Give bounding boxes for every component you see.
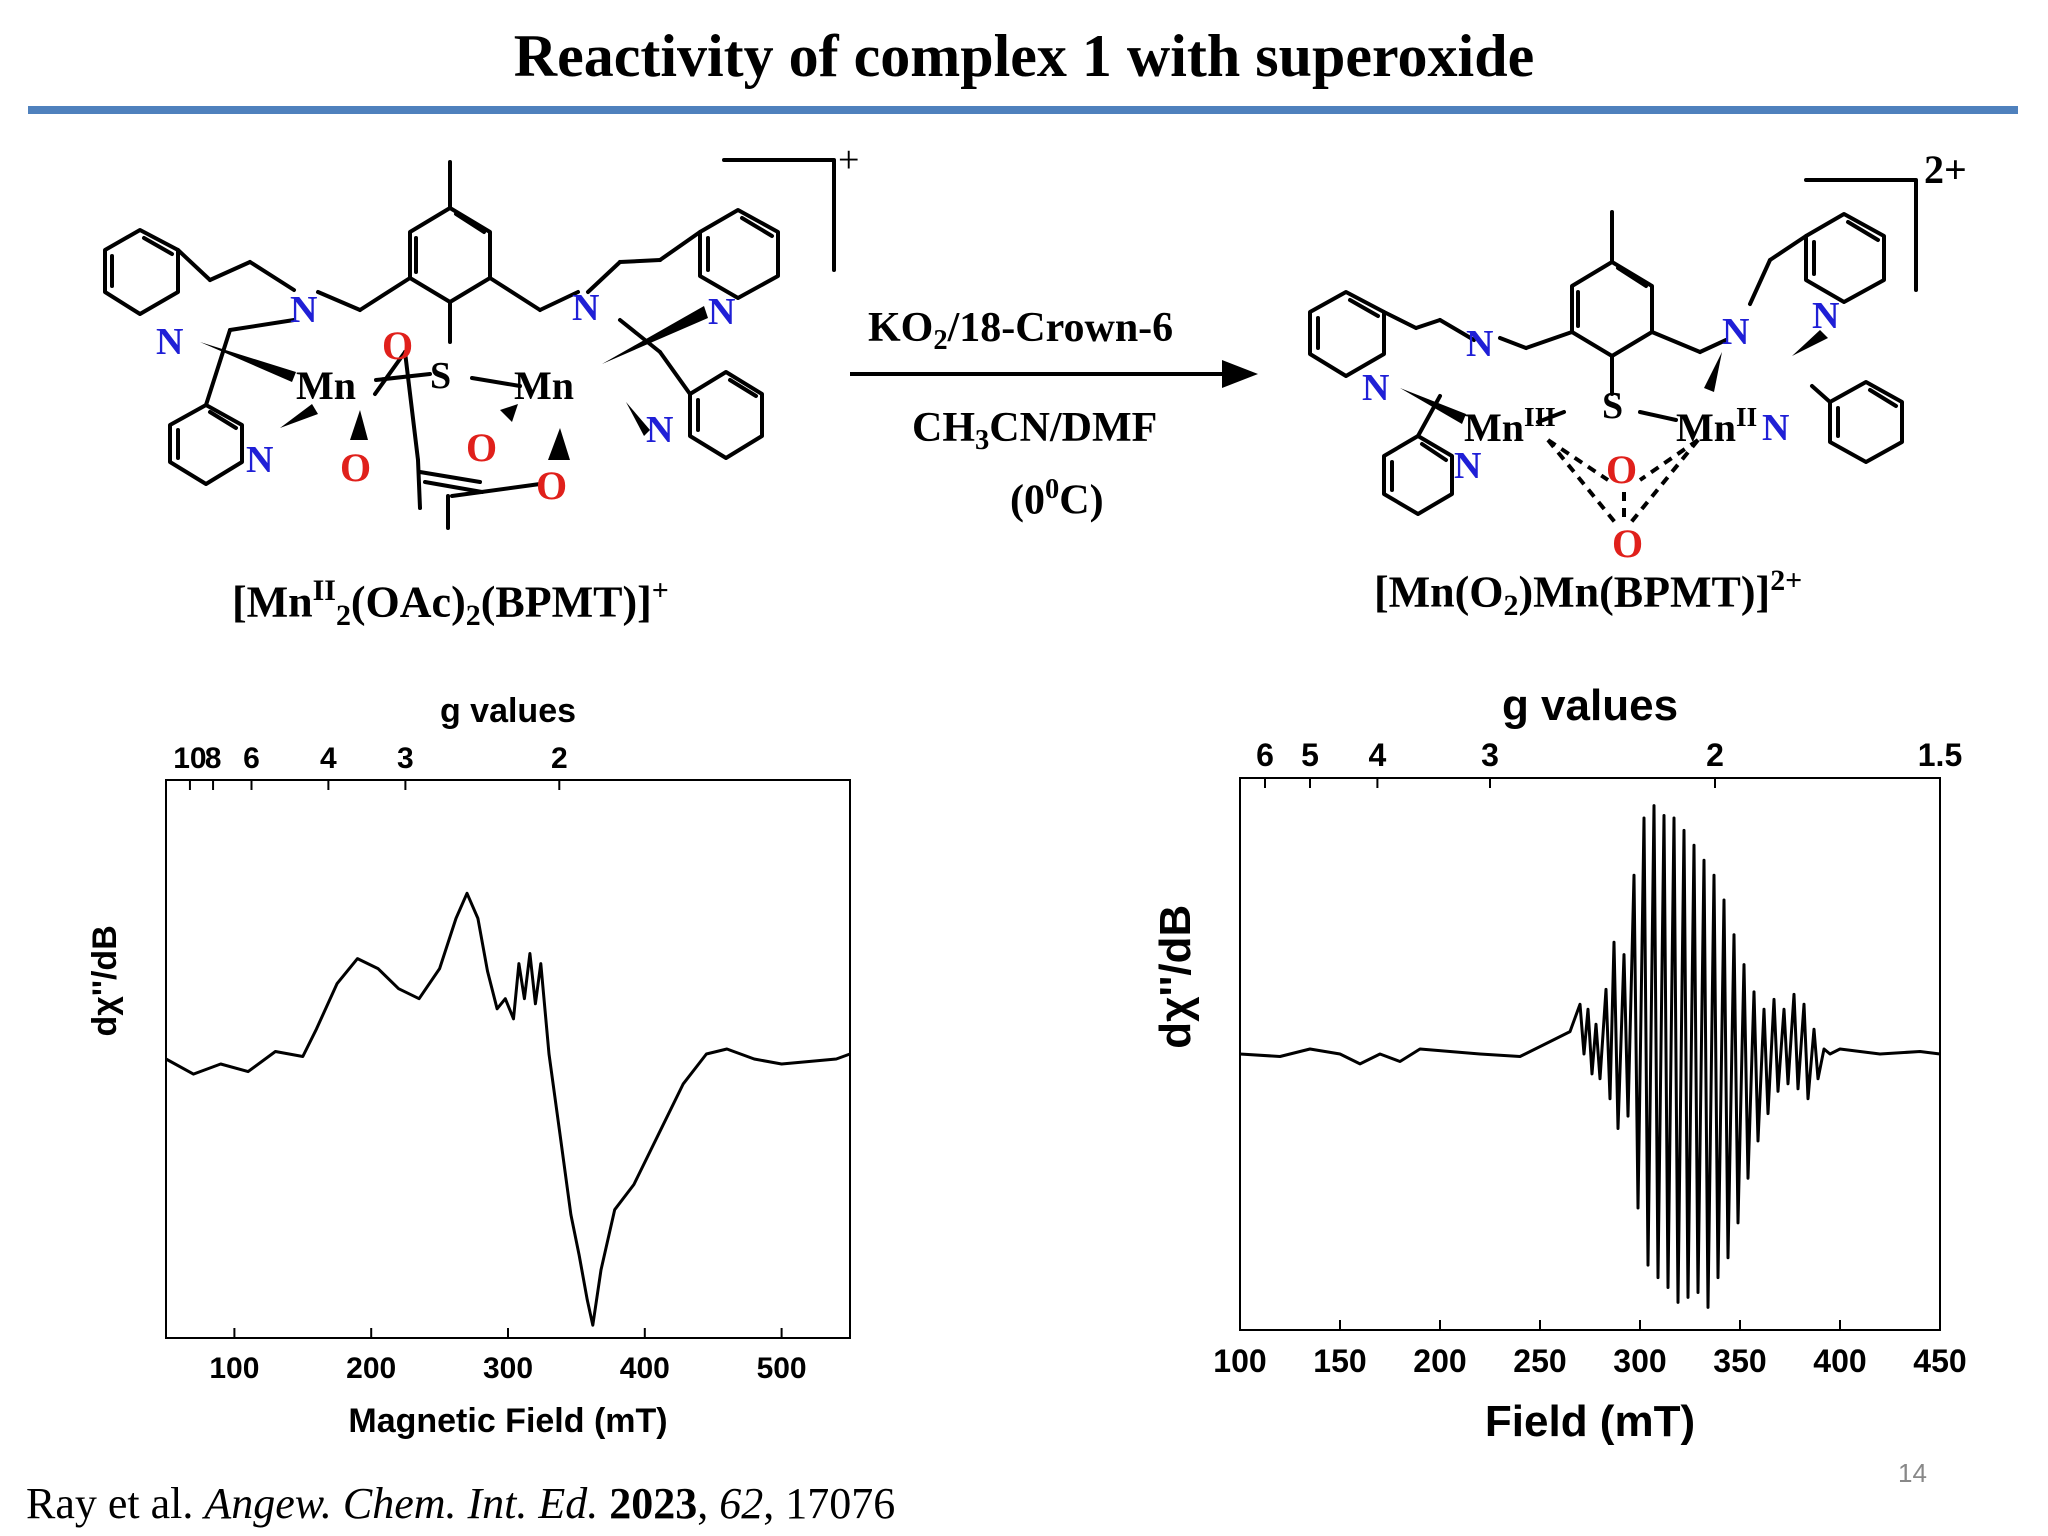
spectrum-line <box>1239 804 1941 1309</box>
g-tick-label: 6 <box>1256 737 1274 773</box>
g-tick-label: 3 <box>1481 737 1499 773</box>
product-label: [Mn(O2)Mn(BPMT)]2+ <box>1374 564 1803 622</box>
atom-mn: MnII <box>1676 402 1758 450</box>
reagent-line-3: (00C) <box>1010 474 1104 524</box>
reactant-label: [MnII2(OAc)2(BPMT)]+ <box>232 574 669 632</box>
g-tick-label: 4 <box>1369 737 1387 773</box>
y-axis-title: dχ''/dB <box>1151 905 1200 1049</box>
x-tick-label: 150 <box>1313 1343 1366 1379</box>
g-tick-label: 1.5 <box>1918 737 1962 773</box>
atom-n: N <box>1362 367 1390 409</box>
product-charge: 2+ <box>1924 147 1967 192</box>
atom-n: N <box>708 291 736 333</box>
atom-s: S <box>430 355 452 397</box>
g-tick-label: 10 <box>173 742 206 775</box>
atom-o: O <box>536 463 568 508</box>
top-axis-title: g values <box>1502 681 1678 730</box>
x-tick-label: 300 <box>1613 1343 1666 1379</box>
atom-n: N <box>156 321 184 363</box>
atom-n: N <box>246 439 274 481</box>
x-tick-label: 400 <box>620 1352 670 1385</box>
g-tick-label: 8 <box>205 742 222 775</box>
x-tick-label: 350 <box>1713 1343 1766 1379</box>
reaction-scheme <box>103 158 1918 530</box>
slide-title: Reactivity of complex 1 with superoxide <box>513 23 1535 89</box>
atom-n: N <box>1762 407 1790 449</box>
g-tick-label: 5 <box>1301 737 1319 773</box>
reactant-wedges <box>200 306 708 460</box>
x-tick-label: 200 <box>346 1352 396 1385</box>
product-wedges <box>1400 330 1828 424</box>
peroxo-dashed-bonds <box>1546 438 1700 528</box>
x-axis-title: Magnetic Field (mT) <box>348 1402 667 1440</box>
x-tick-label: 250 <box>1513 1343 1566 1379</box>
atom-n: N <box>1812 295 1840 337</box>
citation: Ray et al. Angew. Chem. Int. Ed. 2023, 6… <box>26 1479 896 1528</box>
atom-n: N <box>1466 323 1494 365</box>
x-tick-label: 450 <box>1913 1343 1966 1379</box>
g-tick-label: 2 <box>1706 737 1724 773</box>
g-tick-label: 3 <box>397 742 414 775</box>
y-axis-title: dχ''/dB <box>86 925 124 1036</box>
atom-n: N <box>1722 311 1750 353</box>
atom-o: O <box>1606 447 1638 492</box>
reagent-line-2: CH3CN/DMF <box>912 405 1158 456</box>
g-tick-label: 4 <box>320 742 337 775</box>
reagent-line-1: KO2/18-Crown-6 <box>868 305 1174 356</box>
atom-s: S <box>1602 385 1624 427</box>
spectrum-line <box>165 891 851 1327</box>
atom-n: N <box>290 289 318 331</box>
x-tick-label: 100 <box>209 1352 259 1385</box>
plot-frame <box>165 779 851 1339</box>
x-axis-title: Field (mT) <box>1485 1397 1695 1446</box>
atom-n: N <box>646 409 674 451</box>
atom-n: N <box>572 287 600 329</box>
x-tick-label: 300 <box>483 1352 533 1385</box>
reactant-charge: + <box>838 139 860 181</box>
atom-o: O <box>466 425 498 470</box>
atom-n: N <box>1454 445 1482 487</box>
atom-o: O <box>1612 521 1644 566</box>
title-divider <box>28 106 2018 114</box>
x-tick-label: 400 <box>1813 1343 1866 1379</box>
reactant-structure <box>103 158 836 530</box>
top-axis-title: g values <box>440 692 576 730</box>
x-tick-label: 500 <box>757 1352 807 1385</box>
plot-frame <box>1239 777 1941 1331</box>
atom-o: O <box>382 323 414 368</box>
atom-mn: Mn <box>514 363 574 408</box>
product-structure <box>1308 178 1918 516</box>
x-tick-label: 100 <box>1213 1343 1266 1379</box>
atom-mn: MnIII <box>1464 402 1556 450</box>
atom-mn: Mn <box>296 363 356 408</box>
g-tick-label: 6 <box>243 742 260 775</box>
g-tick-label: 2 <box>551 742 568 775</box>
page-number: 14 <box>1898 1458 1927 1488</box>
atom-o: O <box>340 445 372 490</box>
x-tick-label: 200 <box>1413 1343 1466 1379</box>
